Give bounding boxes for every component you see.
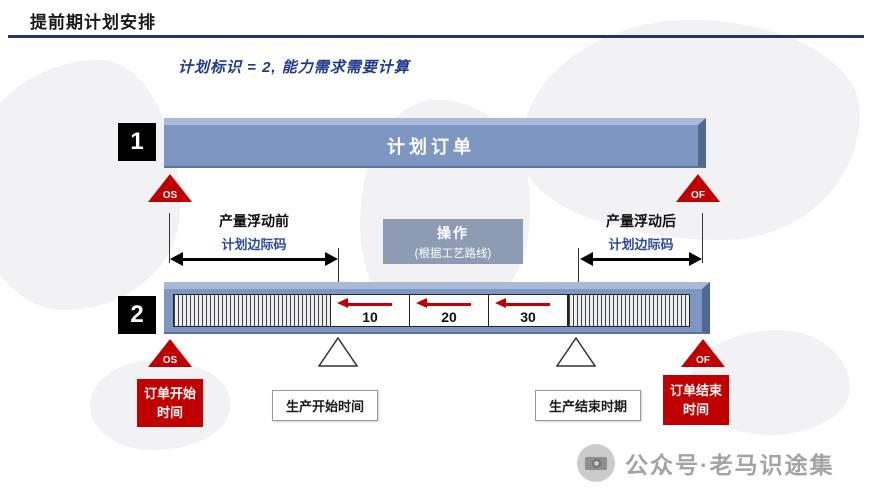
os-marker-top: OS (148, 174, 192, 202)
double-arrow-left (170, 252, 338, 266)
plan-order-bar: 计划订单 (164, 118, 706, 168)
arrow-shaft (593, 257, 689, 261)
hatched-segment-right (568, 294, 690, 327)
arrow-head-right-icon (325, 252, 338, 266)
production-end-time-label: 生产结束时期 (535, 390, 641, 421)
left-arrow-icon (416, 298, 471, 308)
operation-cell-2: 20 (410, 294, 489, 327)
guide-line (169, 213, 170, 263)
guide-line (578, 248, 579, 284)
operation-number: 30 (520, 309, 536, 325)
production-start-time-label: 生产开始时间 (272, 390, 378, 421)
timeline-inner: 10 20 30 (164, 289, 702, 332)
operation-number: 20 (441, 309, 457, 325)
double-arrow-right (580, 252, 702, 266)
arrow-head-left-icon (170, 252, 183, 266)
red-triangle-icon (148, 174, 192, 202)
white-triangle-icon (555, 336, 597, 367)
subtitle: 计划标识 = 2, 能力需求需要计算 (178, 59, 410, 76)
float-before-sub: 计划边际码 (221, 237, 287, 252)
float-before-title: 产量浮动前 (219, 213, 289, 229)
of-label: OF (696, 355, 710, 366)
red-triangle-icon (148, 339, 192, 367)
float-after-title: 产量浮动后 (606, 213, 676, 229)
arrow-head-left-icon (580, 252, 593, 266)
of-marker-bottom: OF (681, 339, 725, 367)
step-2-badge: 2 (118, 296, 156, 334)
production-start-marker (317, 336, 359, 372)
operation-title: 操作 (437, 224, 469, 241)
float-after-group: 产量浮动后 计划边际码 (578, 211, 704, 253)
plan-order-label: 计划订单 (387, 136, 475, 157)
operation-cell-3: 30 (489, 294, 568, 327)
channel-watermark-text: 公众号·老马识途集 (625, 452, 835, 478)
operation-cell-1: 10 (331, 294, 410, 327)
left-arrow-icon (337, 298, 392, 308)
operation-subtitle: (根据工艺路线) (414, 247, 492, 260)
guide-line (702, 213, 703, 263)
hatched-segment-left (173, 294, 331, 327)
step-1-badge: 1 (118, 123, 156, 161)
os-marker-bottom: OS (148, 339, 192, 367)
left-arrow-icon (495, 298, 550, 308)
operation-number: 10 (362, 309, 378, 325)
red-triangle-icon (676, 174, 720, 202)
order-timeline-bar: 10 20 30 (164, 282, 710, 334)
os-label: OS (162, 190, 178, 201)
order-end-time-label: 订单结束时间 (663, 375, 729, 425)
float-after-sub: 计划边际码 (608, 237, 674, 252)
order-start-time-label: 订单开始时间 (137, 379, 203, 427)
camera-icon (577, 444, 615, 482)
operation-box: 操作 (根据工艺路线) (383, 219, 523, 264)
title-underline (8, 35, 864, 38)
of-marker-top: OF (676, 174, 720, 202)
of-label: OF (691, 190, 705, 201)
os-label: OS (162, 355, 178, 366)
white-triangle-icon (317, 336, 359, 367)
red-triangle-icon (681, 339, 725, 367)
guide-line (338, 248, 339, 284)
production-end-marker (555, 336, 597, 372)
float-before-group: 产量浮动前 计划边际码 (168, 211, 340, 253)
channel-watermark: 公众号·老马识途集 (577, 444, 835, 482)
page-title: 提前期计划安排 (30, 13, 156, 32)
arrow-head-right-icon (689, 252, 702, 266)
arrow-shaft (183, 257, 325, 261)
